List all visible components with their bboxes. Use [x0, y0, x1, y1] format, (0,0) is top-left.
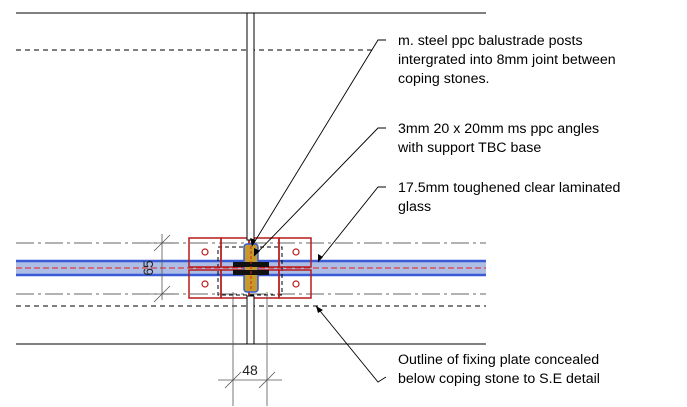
note-glass: 17.5mm toughened clear laminated glass [398, 180, 624, 215]
note-balustrade-posts: m. steel ppc balustrade posts intergrate… [398, 33, 620, 87]
leader-lines [251, 39, 387, 383]
dimension-48-label: 48 [242, 362, 258, 378]
note-support-angles: 3mm 20 x 20mm ms ppc angles with support… [397, 121, 603, 156]
dimension-65-label: 65 [140, 260, 156, 276]
leader-arrows [250, 238, 323, 313]
bolt-holes [201, 248, 300, 288]
dimension-65 [150, 234, 174, 303]
dimension-48 [218, 292, 282, 406]
chain-lines [16, 242, 486, 295]
note-fixing-plate: Outline of fixing plate concealed below … [398, 352, 603, 387]
